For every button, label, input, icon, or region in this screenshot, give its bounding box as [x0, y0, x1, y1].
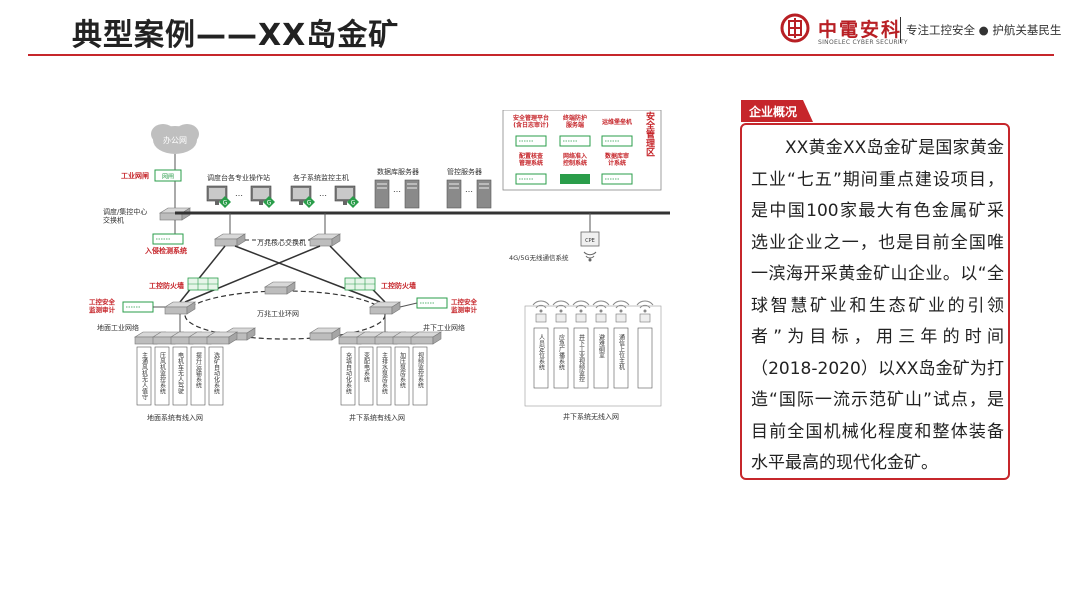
under-system-item: 变配电系统	[363, 351, 370, 383]
core-switch-label: 万兆核心交换机	[257, 238, 306, 247]
ring-switch-icon	[264, 281, 296, 295]
firewall-under-icon	[344, 277, 376, 291]
gateway-device-icon	[154, 169, 182, 182]
wireless-access-label: 井下系统无线入网	[563, 412, 619, 421]
under-net-label: 井下工业网络	[423, 323, 465, 332]
wireless-system-item: 井下工业视频监控	[578, 333, 585, 383]
mgmt-server-icon	[476, 179, 492, 209]
audit-under-icon	[416, 297, 448, 309]
ring-net-label: 万兆工业环网	[257, 309, 299, 318]
firewall-ground-icon	[187, 277, 219, 291]
safety-management-zone: 安全管理区 安全管理平台(含日志审计) 终端防护服务端 运维堡垒机 配置核查管理…	[502, 110, 662, 191]
under-system-item: 主排水泵房系统	[381, 351, 388, 395]
ind-gateway-label: 工业网闸	[121, 171, 149, 180]
wireless-system-item: 通信上位主机	[618, 333, 625, 371]
svg-text:…: …	[465, 185, 473, 194]
safety-item-label: 配置核查管理系统	[519, 152, 543, 167]
wireless-system-item: 人员定位系统	[538, 334, 545, 371]
logo-subtitle: SINOELEC CYBER SECURITY	[818, 39, 908, 46]
logo-divider	[900, 17, 901, 43]
under-system-list: 充填自动化系统 变配电系统 主排水泵房系统 加压泵房系统 视频监控系统	[338, 331, 442, 406]
under-system-item: 加压泵房系统	[399, 351, 406, 389]
company-overview-box: XX黄金XX岛金矿是国家黄金工业“七五”期间重点建设项目，是中国100家最大有色…	[740, 123, 1010, 480]
svg-text:…: …	[319, 189, 327, 198]
ground-system-item: 压风机监控系统	[159, 352, 166, 395]
gateway-device-label: 网闸	[162, 173, 174, 181]
intrusion-device-icon	[152, 233, 184, 245]
ground-system-item: 选矿自动化系统	[213, 351, 220, 395]
safety-item-label: 网络准入控制系统	[563, 152, 587, 167]
ground-system-item: 主通风机无人值守	[141, 351, 148, 401]
firewall-ground-label: 工控防火墙	[149, 281, 184, 290]
cpe-device-icon: CPE	[580, 231, 600, 262]
mgmt-server-icon	[446, 179, 462, 209]
svg-text:…: …	[393, 185, 401, 194]
core-switch-icon	[309, 233, 341, 247]
safety-device-icon	[560, 174, 590, 184]
safety-device-icon	[601, 173, 633, 185]
safety-device-icon	[515, 135, 547, 147]
company-overview-text: XX黄金XX岛金矿是国家黄金工业“七五”期间重点建设项目，是中国100家最大有色…	[751, 138, 1004, 473]
ground-ring-switch-icon	[164, 301, 196, 315]
network-topology-diagram: G 办公网 网闸 工业网闸 调度/集控中心交换机 入侵检测系统 调度台各专业操作…	[89, 110, 670, 422]
wireless-system-list: 人员定位系统 应急广播系统 井下工业视频监控 避难硐室 通信上位主机	[532, 300, 654, 389]
safety-zone-title: 安全管理区	[644, 110, 656, 156]
office-net-label: 办公网	[163, 135, 187, 145]
svg-text:…: …	[235, 189, 243, 198]
db-server-label: 数据库服务器	[377, 167, 419, 176]
ground-access-label: 地面系统有线入网	[147, 413, 203, 422]
company-logo: 中電安科 SINOELEC CYBER SECURITY 专注工控安全 ● 护航…	[780, 13, 1070, 49]
firewall-under-label: 工控防火墙	[381, 281, 416, 290]
wireless-system-label: 4G/5G无线通信系统	[509, 253, 569, 262]
dispatch-switch-label: 调度/集控中心交换机	[103, 207, 147, 224]
audit-ground-label: 工控安全监测审计	[89, 297, 116, 314]
ground-net-label: 地面工业网络	[97, 323, 139, 332]
db-server-icon	[404, 179, 420, 209]
mgmt-server-label: 管控服务器	[447, 167, 482, 176]
safety-item-label: 运维堡垒机	[602, 118, 632, 126]
ground-system-list: 主通风机无人值守 压风机监控系统 电机车无人驾驶 提升运输系统 选矿自动化系统	[134, 331, 238, 406]
safety-item-label: 终端防护服务端	[562, 114, 587, 129]
company-slogan: 专注工控安全 ● 护航关基民生	[906, 23, 1062, 37]
header-divider	[28, 54, 1054, 56]
wireless-system-item: 应急广播系统	[558, 333, 565, 371]
audit-ground-icon	[122, 301, 154, 313]
audit-under-label: 工控安全监测审计	[451, 297, 478, 314]
page-title: 典型案例——XX岛金矿	[72, 18, 400, 53]
logo-mark-icon	[780, 13, 810, 43]
safety-device-icon	[515, 173, 547, 185]
wireless-system-frame	[524, 305, 662, 407]
safety-item-label: 安全管理平台(含日志审计)	[513, 114, 549, 129]
section-tag-label: 企业概况	[749, 105, 798, 119]
under-system-item: 充填自动化系统	[345, 351, 352, 395]
safety-device-icon	[601, 135, 633, 147]
ground-system-item: 电机车无人驾驶	[177, 351, 184, 395]
intrusion-label: 入侵检测系统	[144, 246, 187, 255]
section-tag	[741, 100, 813, 122]
cpe-label: CPE	[585, 238, 595, 244]
ops-station-label: 调度台各专业操作站	[207, 173, 270, 182]
safety-device-icon	[559, 135, 591, 147]
under-system-item: 视频监控系统	[417, 351, 424, 389]
ground-system-item: 提升运输系统	[195, 351, 202, 389]
under-access-label: 井下系统有线入网	[349, 413, 405, 422]
safety-item-label: 数据库审计系统	[605, 152, 629, 167]
office-network-cloud: 办公网	[151, 124, 199, 154]
ring-switch-icon	[309, 327, 341, 341]
db-server-icon	[374, 179, 390, 209]
core-switch-icon	[214, 233, 246, 247]
sub-host-label: 各子系统监控主机	[293, 173, 349, 182]
wireless-system-item: 避难硐室	[598, 333, 605, 358]
logo-name: 中電安科	[818, 19, 903, 41]
